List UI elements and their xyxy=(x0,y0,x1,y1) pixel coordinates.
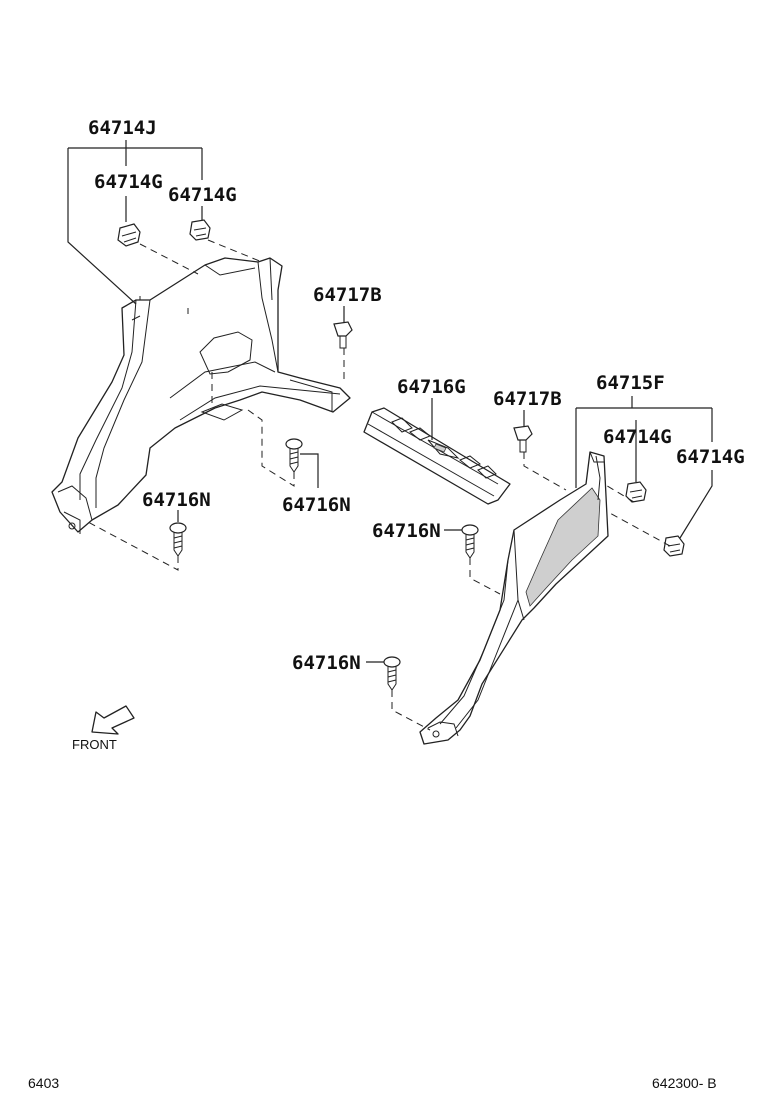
screw-64716N-a xyxy=(285,438,303,473)
leader-lines xyxy=(67,140,713,663)
clip-64717B-b xyxy=(513,425,533,453)
label-64716N-d: 64716N xyxy=(292,652,361,674)
label-64716N-c: 64716N xyxy=(372,520,441,542)
center-sill-plate xyxy=(363,407,511,505)
label-64714G-a: 64714G xyxy=(94,171,163,193)
clip-64714G-d xyxy=(663,535,685,557)
front-arrow-icon xyxy=(91,705,135,735)
footer-right-code: 642300- B xyxy=(652,1075,717,1091)
label-64714J: 64714J xyxy=(88,117,157,139)
screw-64716N-b xyxy=(169,522,187,557)
front-label: FRONT xyxy=(72,737,117,752)
label-64716N-b: 64716N xyxy=(282,494,351,516)
clip-64714G-c xyxy=(625,481,647,503)
screw-64716N-d xyxy=(383,656,401,691)
clip-64714G-a xyxy=(117,223,141,247)
assembly-dashed-lines xyxy=(87,239,671,731)
footer-left-code: 6403 xyxy=(28,1075,59,1091)
screw-64716N-c xyxy=(461,524,479,559)
right-quarter-trim-panel xyxy=(419,451,609,745)
label-64717B-b: 64717B xyxy=(493,388,562,410)
label-64717B-a: 64717B xyxy=(313,284,382,306)
label-64714G-b: 64714G xyxy=(168,184,237,206)
label-64716G: 64716G xyxy=(397,376,466,398)
left-quarter-trim-panel xyxy=(51,257,351,534)
clip-64714G-b xyxy=(189,219,211,241)
clip-64717B-a xyxy=(333,321,353,349)
label-64714G-c: 64714G xyxy=(603,426,672,448)
label-64714G-d: 64714G xyxy=(676,446,745,468)
label-64715F: 64715F xyxy=(596,372,665,394)
label-64716N-a: 64716N xyxy=(142,489,211,511)
